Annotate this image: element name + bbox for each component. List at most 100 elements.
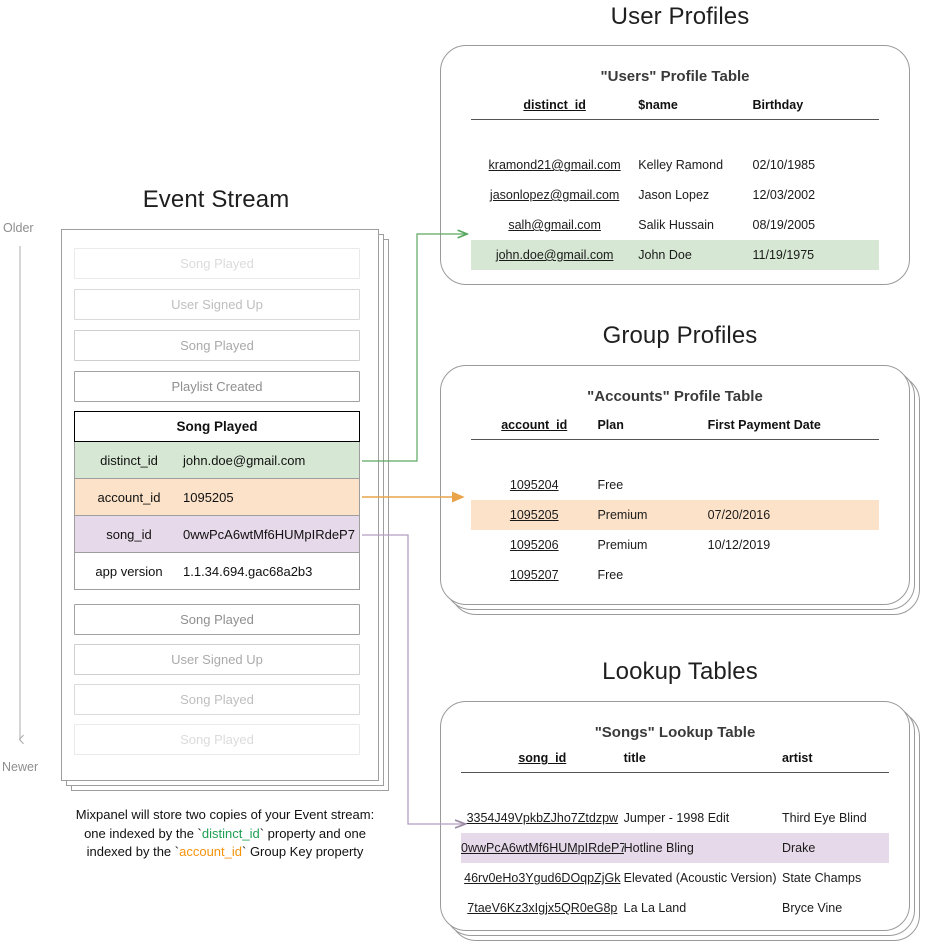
event-item-label: Song Played: [180, 732, 254, 747]
users-profile-card: "Users" Profile Table distinct_id $name …: [440, 45, 910, 285]
cell-artist: Drake: [781, 833, 889, 863]
table-row[interactable]: 1095207 Free: [471, 560, 879, 590]
songs-table: song_id title artist 3354J49VpkbZJho7Ztd…: [461, 751, 889, 923]
cell-plan: Premium: [597, 500, 708, 530]
column-header-account-id: account_id: [471, 418, 598, 440]
event-property-row-account-id[interactable]: account_id 1095205: [74, 479, 360, 516]
cell-artist: State Champs: [781, 871, 862, 885]
cell-title: La La Land: [623, 901, 687, 915]
column-header-title: title: [623, 751, 782, 773]
event-item[interactable]: User Signed Up: [74, 289, 360, 320]
event-property-key: distinct_id: [100, 452, 158, 468]
event-item-label: Song Played: [180, 256, 254, 271]
table-row[interactable]: 3354J49VpkbZJho7Ztdzpw Jumper - 1998 Edi…: [461, 803, 889, 833]
caption-line-2-post: ` property and one: [259, 825, 366, 841]
event-property-row-app-version[interactable]: app version 1.1.34.694.gac68a2b3: [74, 553, 360, 590]
event-item-label: Song Played: [180, 612, 254, 627]
table-row-highlighted[interactable]: 0wwPcA6wtMf6HUMpIRdeP7 Hotline Bling Dra…: [461, 833, 889, 863]
users-table-title: "Users" Profile Table: [600, 68, 750, 85]
event-item[interactable]: Song Played: [74, 684, 360, 715]
caption-line-3-pre: indexed by the `: [86, 844, 180, 859]
selected-event-header[interactable]: Song Played: [74, 411, 360, 442]
event-item[interactable]: Song Played: [74, 604, 360, 635]
cell-account-id: 1095204: [509, 478, 559, 492]
event-property-value: 0wwPcA6wtMf6HUMpIRdeP7: [183, 526, 355, 542]
table-row[interactable]: jasonlopez@gmail.com Jason Lopez 12/03/2…: [471, 180, 879, 210]
table-spacer: [461, 773, 889, 804]
event-item-label: Song Played: [180, 692, 254, 707]
cell-name: John Doe: [638, 240, 753, 270]
cell-name: Kelley Ramond: [638, 158, 724, 172]
event-item-label: Song Played: [180, 338, 254, 353]
column-header-first-payment-date: First Payment Date: [707, 418, 879, 440]
cell-account-id: 1095207: [509, 568, 559, 582]
event-property-row-distinct-id[interactable]: distinct_id john.doe@gmail.com: [74, 442, 360, 479]
table-header-row: song_id title artist: [461, 751, 889, 773]
cell-plan: Free: [597, 568, 624, 582]
event-item-label: Playlist Created: [171, 379, 263, 394]
column-header-artist: artist: [781, 751, 889, 773]
column-header-name: $name: [638, 98, 753, 120]
page-title-user-profiles: User Profiles: [610, 3, 750, 30]
table-row[interactable]: 1095204 Free: [471, 470, 879, 500]
cell-birthday: 08/19/2005: [752, 218, 816, 232]
cell-first-payment-date: 07/20/2016: [707, 500, 879, 530]
cell-distinct-id: jasonlopez@gmail.com: [489, 188, 620, 202]
cell-distinct-id: salh@gmail.com: [508, 218, 601, 232]
column-header-plan: Plan: [597, 418, 708, 440]
table-row-highlighted[interactable]: 1095205 Premium 07/20/2016: [471, 500, 879, 530]
table-row[interactable]: kramond21@gmail.com Kelley Ramond 02/10/…: [471, 150, 879, 180]
cell-first-payment-date: 10/12/2019: [707, 538, 771, 552]
page-title-lookup-tables: Lookup Tables: [602, 658, 758, 685]
event-property-key: app version: [95, 563, 163, 579]
caption-line-2-pre: one indexed by the `: [84, 825, 202, 841]
event-item[interactable]: Song Played: [74, 724, 360, 755]
caption-line-3: indexed by the `account_id` Group Key pr…: [30, 843, 420, 862]
event-property-key: song_id: [106, 526, 152, 542]
accounts-profile-card: "Accounts" Profile Table account_id Plan…: [440, 365, 910, 605]
event-item[interactable]: Song Played: [74, 248, 360, 279]
event-item[interactable]: Song Played: [74, 330, 360, 361]
event-property-value: john.doe@gmail.com: [183, 452, 306, 468]
caption-account-id-token: account_id: [179, 844, 242, 859]
caption-text: Mixpanel will store two copies of your E…: [30, 806, 420, 862]
songs-table-title: "Songs" Lookup Table: [594, 724, 756, 741]
users-table: distinct_id $name Birthday kramond21@gma…: [471, 98, 879, 270]
cell-account-id: 1095205: [471, 500, 598, 530]
table-row[interactable]: salh@gmail.com Salik Hussain 08/19/2005: [471, 210, 879, 240]
table-row[interactable]: 46rv0eHo3Ygud6DOqpZjGk Elevated (Acousti…: [461, 863, 889, 893]
cell-distinct-id: kramond21@gmail.com: [488, 158, 621, 172]
event-item[interactable]: Playlist Created: [74, 371, 360, 402]
cell-birthday: 12/03/2002: [752, 188, 816, 202]
table-row[interactable]: 1095206 Premium 10/12/2019: [471, 530, 879, 560]
cell-title: Elevated (Acoustic Version): [623, 871, 777, 885]
songs-lookup-card: "Songs" Lookup Table song_id title artis…: [440, 701, 910, 931]
cell-birthday: 02/10/1985: [752, 158, 816, 172]
event-property-key: account_id: [97, 489, 161, 505]
page-title-group-profiles: Group Profiles: [602, 322, 758, 349]
cell-title: Jumper - 1998 Edit: [623, 811, 730, 825]
event-property-row-song-id[interactable]: song_id 0wwPcA6wtMf6HUMpIRdeP7: [74, 516, 360, 553]
cell-account-id: 1095206: [509, 538, 559, 552]
cell-distinct-id: john.doe@gmail.com: [471, 240, 639, 270]
cell-birthday: 11/19/1975: [752, 240, 879, 270]
table-header-row: distinct_id $name Birthday: [471, 98, 879, 120]
cell-song-id: 3354J49VpkbZJho7Ztdzpw: [466, 811, 619, 825]
event-item-label: User Signed Up: [171, 297, 263, 312]
event-property-value: 1095205: [183, 489, 234, 505]
table-row-highlighted[interactable]: john.doe@gmail.com John Doe 11/19/1975: [471, 240, 879, 270]
caption-line-2: one indexed by the `distinct_id` propert…: [30, 825, 420, 844]
cell-artist: Bryce Vine: [781, 901, 843, 915]
column-header-birthday: Birthday: [752, 98, 879, 120]
cell-plan: Premium: [597, 538, 648, 552]
event-item[interactable]: User Signed Up: [74, 644, 360, 675]
table-row[interactable]: 7taeV6Kz3xIgjx5QR0eG8p La La Land Bryce …: [461, 893, 889, 923]
caption-line-3-post: ` Group Key property: [242, 844, 364, 859]
cell-first-payment-date: [708, 560, 879, 590]
cell-artist: Third Eye Blind: [781, 811, 867, 825]
accounts-table-title: "Accounts" Profile Table: [587, 388, 763, 405]
event-property-value: 1.1.34.694.gac68a2b3: [183, 563, 313, 579]
table-spacer: [471, 120, 879, 151]
page-title-event-stream: Event Stream: [142, 186, 290, 213]
accounts-table: account_id Plan First Payment Date 10952…: [471, 418, 879, 590]
